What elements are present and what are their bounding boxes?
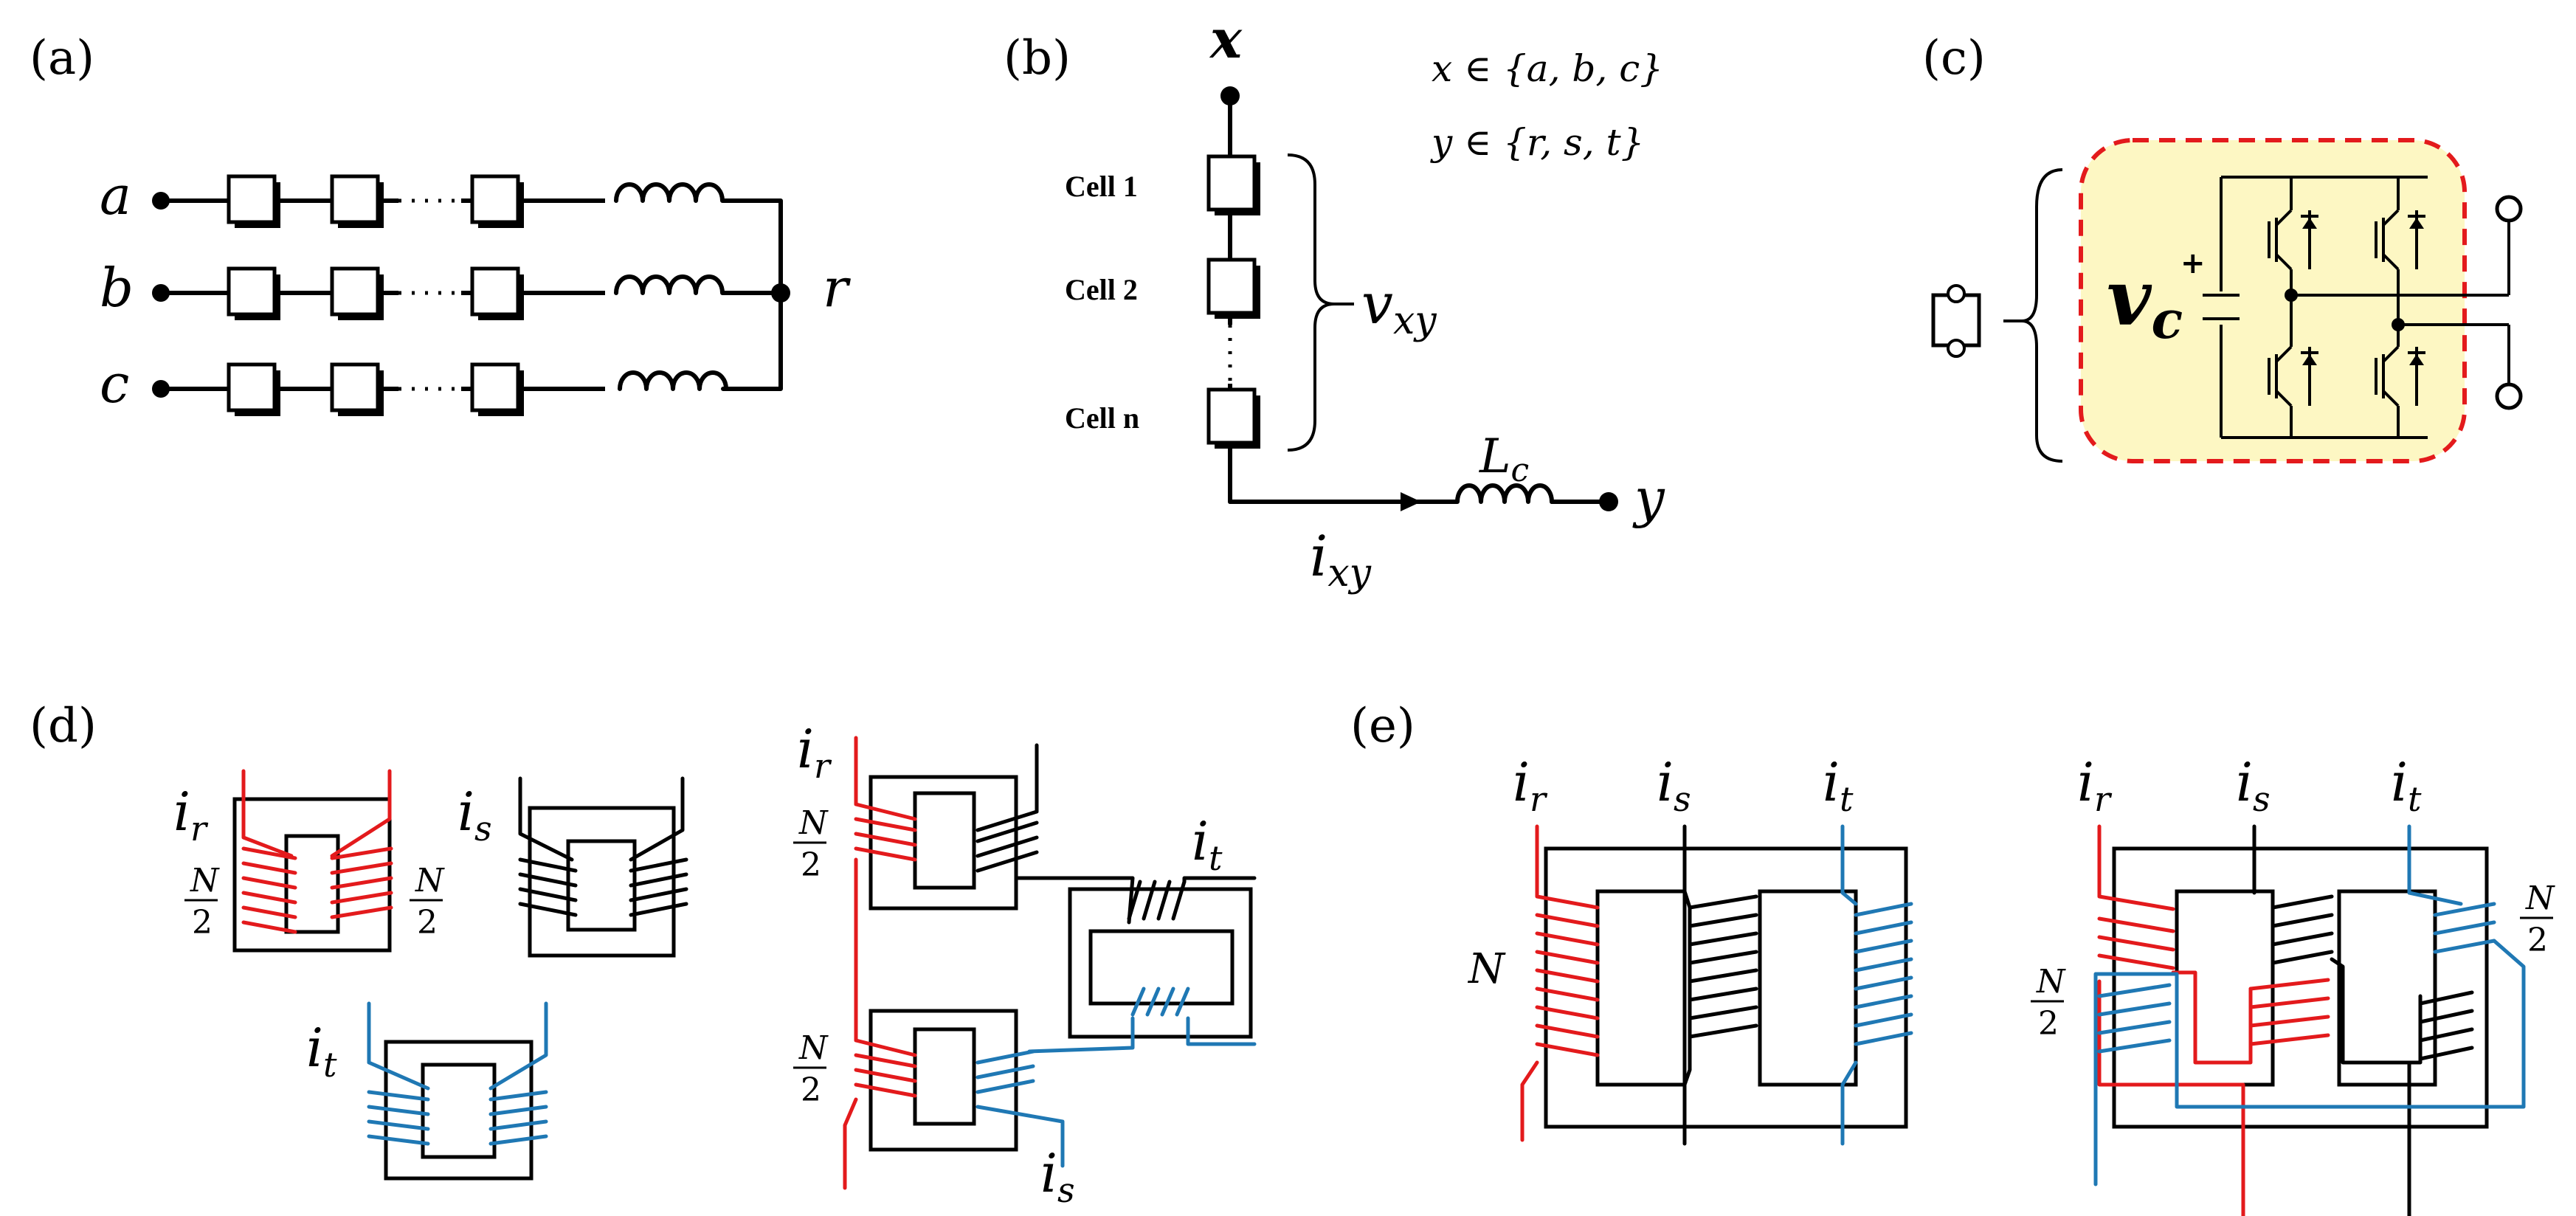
core-t [367,1001,548,1181]
e-label-is: is [1657,751,1691,819]
d-label-is: is [457,781,492,849]
panel-a: (a) a b c [30,31,851,416]
cell-label-2: Cell 2 [1065,273,1138,306]
e-turns-label: N [1467,945,1506,993]
panel-d: (d) ir is it [30,699,1257,1210]
e2-label-is: is [2236,751,2271,819]
switch-bottom-right [2366,345,2425,407]
cell-label-n: Cell n [1065,401,1139,435]
current-label: ixy [1310,523,1372,595]
svg-text:N: N [798,804,829,842]
panel-e-tag: (e) [1350,699,1415,753]
voltage-label: vxy [1361,271,1437,343]
cell-boxes-row-c [227,362,524,416]
set-y: y ∈ {r, s, t} [1430,121,1644,164]
input-label-c: c [100,353,129,415]
d2-label-ir: ir [797,718,832,786]
panel-d-tag: (d) [30,699,97,753]
panel-c-tag: (c) [1922,31,1986,86]
d2-label-is: is [1040,1142,1075,1210]
panel-e: (e) ir is it N [1350,699,2555,1216]
d2-frac-bottom: N 2 [793,1029,829,1109]
panel-b: (b) x Cell 1 Cell 2 Cell n vxy ixy Lc y … [1004,7,1665,595]
cell-boxes-row-a [227,174,524,228]
inductor-label: Lc [1479,429,1529,489]
three-limb-core-left [1520,824,1913,1146]
svg-text:N: N [2036,963,2066,1001]
d-label-ir: ir [173,781,209,849]
voltage-brace [1287,153,1336,452]
inductors-a [605,182,728,394]
svg-text:2: 2 [192,904,213,942]
d-frac-right: N 2 [410,862,445,942]
panel-c: (c) vc + [1922,31,2523,463]
set-x: x ∈ {a, b, c} [1432,47,1663,90]
cell-boxes-row-b [227,266,524,320]
svg-text:N: N [415,862,445,899]
current-arrow [1401,492,1421,511]
svg-text:2: 2 [801,1071,821,1109]
e-frac-right: N 2 [2520,880,2555,959]
node-label-y: y [1632,467,1665,529]
node-label-r: r [823,257,851,319]
node-label-x: x [1209,7,1243,70]
svg-text:2: 2 [417,904,438,942]
cap-voltage-label: vc [2107,252,2183,350]
d2-frac-top: N 2 [793,804,829,884]
e2-label-it: it [2391,751,2422,819]
switch-bottom-left [2259,345,2318,407]
d2-label-it: it [1192,810,1223,878]
d-label-it: it [306,1017,337,1085]
e-label-ir: ir [1513,751,1548,819]
switch-top-right [2366,209,2425,271]
core-r [232,769,393,953]
e-label-it: it [1823,751,1854,819]
cap-plus: + [2180,246,2206,280]
panel-b-tag: (b) [1004,31,1071,86]
cell-stack [1206,154,1260,449]
svg-text:N: N [798,1029,829,1067]
svg-text:N: N [2525,880,2555,917]
svg-text:N: N [190,862,220,899]
svg-text:2: 2 [2527,922,2548,959]
e2-label-ir: ir [2077,751,2113,819]
cell-label-1: Cell 1 [1065,170,1138,203]
input-label-a: a [100,165,131,227]
cell-brace [2020,168,2063,463]
core-s [518,776,688,958]
input-label-b: b [100,257,134,319]
d-frac-left: N 2 [184,862,220,942]
star-junction [721,198,790,391]
coupled-cores-d [843,736,1257,1190]
switch-top-left [2259,209,2318,271]
e-frac-left: N 2 [2031,963,2066,1043]
cell-symbol [1931,284,2026,358]
h-bridge [2203,176,2523,439]
svg-text:2: 2 [801,846,821,884]
panel-a-tag: (a) [30,31,94,86]
svg-text:2: 2 [2038,1005,2059,1043]
three-limb-core-right [2093,824,2526,1216]
